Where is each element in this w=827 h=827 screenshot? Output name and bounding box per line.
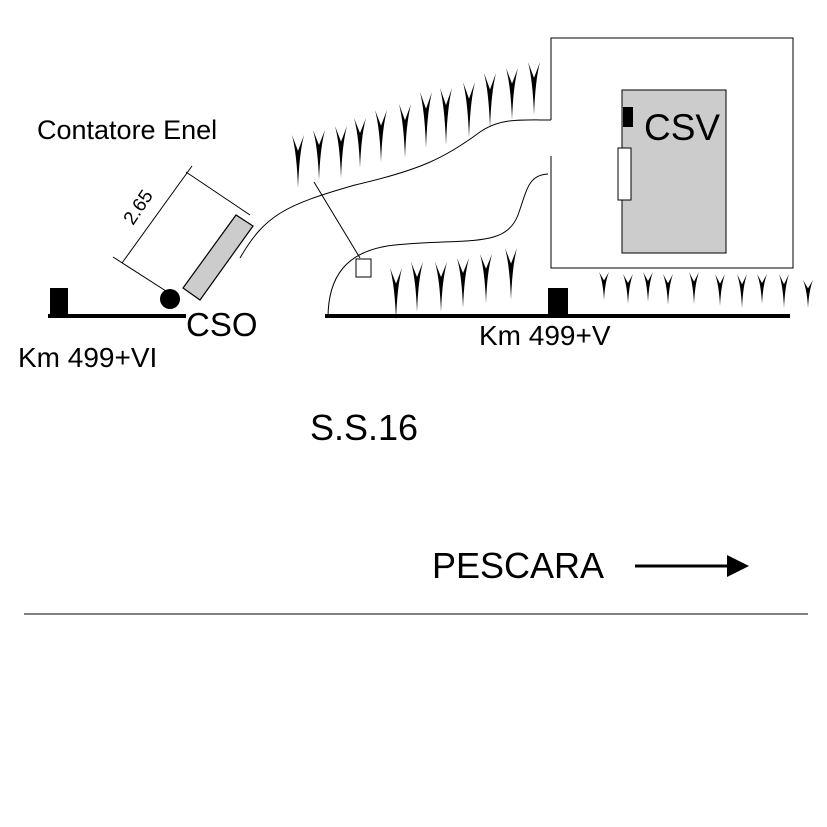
csv-white-tab (617, 147, 632, 201)
small-box (355, 258, 372, 278)
shrub-spike-icon (643, 272, 653, 302)
shrub-spike-icon (480, 254, 492, 303)
vegetation-right (599, 272, 813, 308)
km-right-label: Km 499+V (479, 320, 611, 351)
shrub-spike-icon (463, 82, 475, 138)
shrub-spike-icon (803, 280, 813, 308)
shrub-spike-icon (663, 274, 673, 305)
direction-label: PESCARA (432, 545, 604, 586)
csv-enclosure (550, 37, 794, 269)
shrub-spike-icon (528, 62, 540, 115)
shrub-spike-icon (715, 274, 725, 306)
shrub-spike-icon (689, 272, 699, 304)
vegetation-mid (390, 248, 517, 320)
path-upper (239, 119, 552, 259)
csv-panel (621, 89, 727, 254)
meter-label: Contatore Enel (37, 115, 217, 145)
road-label: S.S.16 (310, 407, 418, 448)
shrub-spike-icon (435, 262, 447, 312)
shrub-spike-icon (457, 258, 469, 308)
shrub-spike-icon (420, 92, 432, 148)
csv-black-tab (623, 107, 633, 127)
shrub-spike-icon (505, 248, 517, 300)
shrub-spike-icon (599, 272, 609, 300)
vegetation-upper (292, 62, 540, 188)
km-post-left (50, 288, 68, 316)
km-post-right (548, 288, 568, 316)
cso-cabinet (182, 214, 254, 301)
csv-label: CSV (644, 107, 720, 148)
dimension-marker (112, 165, 251, 301)
shrub-spike-icon (375, 110, 387, 162)
shrub-spike-icon (484, 73, 496, 128)
km-left-label: Km 499+VI (18, 342, 157, 373)
shrub-spike-icon (623, 274, 633, 304)
dimension-label: 2.65 (120, 186, 158, 228)
cso-label: CSO (186, 306, 258, 343)
shrub-spike-icon (313, 130, 325, 180)
cso-marker (160, 289, 180, 309)
shrub-spike-icon (292, 135, 304, 188)
shrub-spike-icon (335, 126, 347, 178)
shrub-spike-icon (399, 104, 411, 158)
shrub-spike-icon (440, 88, 452, 145)
shrub-spike-icon (779, 274, 789, 308)
arrow-right-icon (635, 555, 749, 577)
path-lower (327, 173, 549, 319)
shrub-spike-icon (390, 268, 402, 320)
shrub-spike-icon (354, 118, 366, 168)
shrub-spike-icon (411, 262, 423, 312)
shrub-spike-icon (737, 274, 747, 308)
shrub-spike-icon (757, 274, 767, 304)
shrub-spike-icon (506, 68, 518, 120)
leader-line (313, 181, 361, 259)
